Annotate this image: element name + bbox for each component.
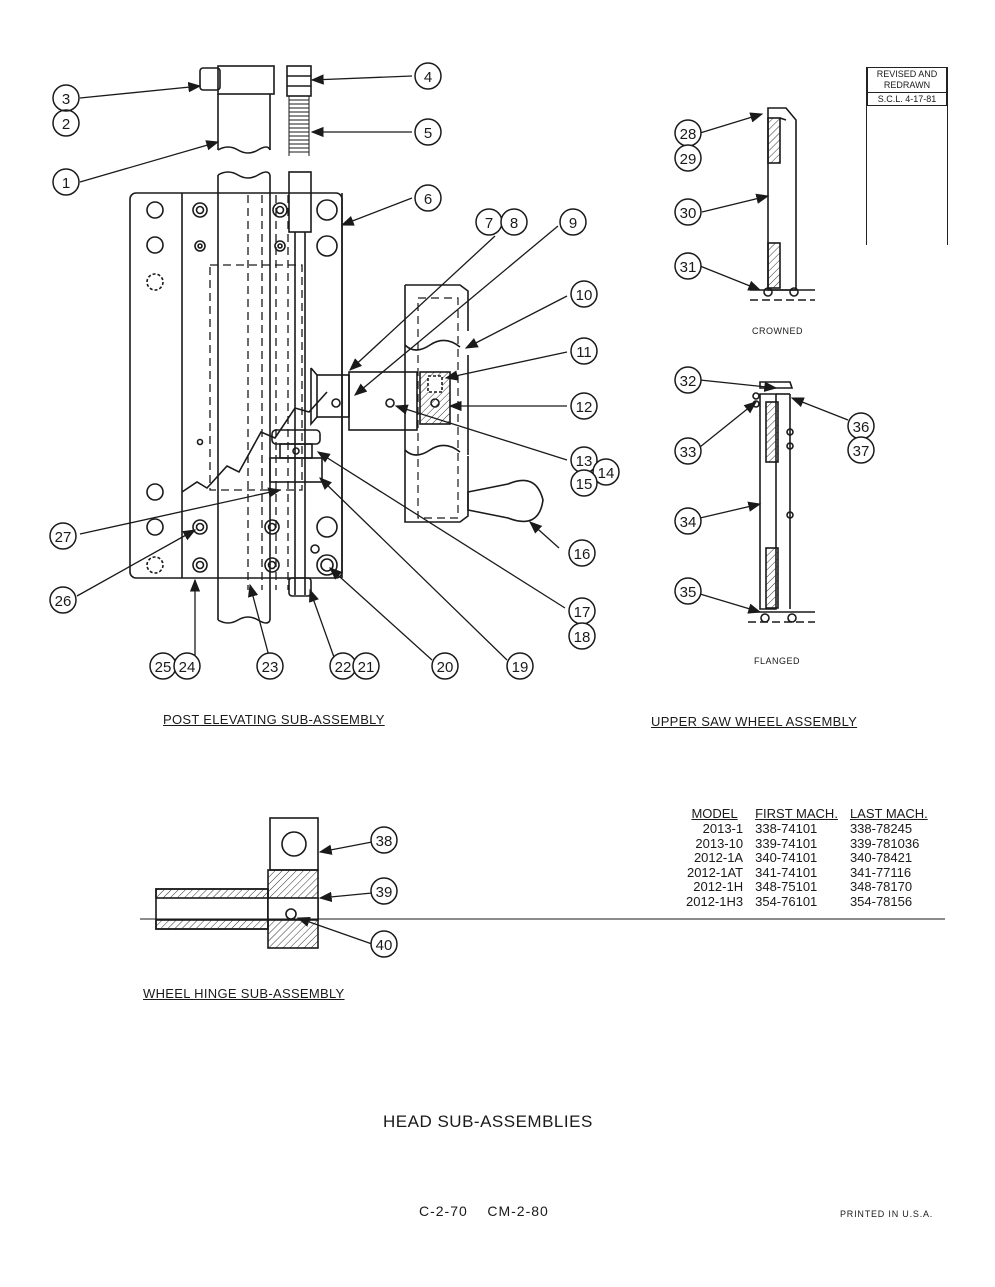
table-row: 2012-1AT 341-74101 341-77116	[680, 864, 934, 881]
callout-35: 35	[680, 584, 697, 601]
callout-16: 16	[574, 546, 591, 563]
last-mach-cell: 348-78170	[849, 879, 913, 894]
revision-header: REVISED AND REDRAWN	[867, 67, 947, 93]
callout-31: 31	[680, 259, 697, 276]
callout-10: 10	[576, 287, 593, 304]
revision-date: S.C.L. 4-17-81	[867, 93, 947, 106]
callout-39: 39	[376, 884, 393, 901]
page-title: HEAD SUB-ASSEMBLIES	[383, 1112, 593, 1131]
callout-20: 20	[437, 659, 454, 676]
callout-numbers: 3 2 1 4 5 6 7 8 9 10 11 12 13 14 15 16 1…	[55, 69, 870, 954]
label-flanged: FLANGED	[754, 656, 801, 666]
callout-32: 32	[680, 373, 697, 390]
callout-4: 4	[424, 69, 432, 86]
table-row: 2012-1H 348-75101 348-78170	[680, 879, 934, 895]
table-row: 2013-1 338-74101 338-78245	[680, 821, 934, 837]
callout-11: 11	[576, 344, 592, 361]
callout-29: 29	[680, 151, 697, 168]
label-crowned: CROWNED	[752, 326, 803, 336]
header-model: MODEL	[691, 806, 738, 821]
upper-saw-wheel-drawing	[699, 107, 849, 623]
callout-13: 13	[576, 453, 593, 470]
callout-2: 2	[62, 116, 70, 133]
callout-22: 22	[335, 659, 352, 676]
revision-box: REVISED AND REDRAWN S.C.L. 4-17-81	[866, 67, 948, 245]
wheel-hinge-drawing	[140, 817, 945, 949]
callout-group-wheel	[674, 119, 875, 605]
first-mach-cell: 341-74101	[755, 864, 818, 880]
title-wheel-hinge: WHEEL HINGE SUB-ASSEMBLY	[143, 986, 345, 1001]
last-mach-cell: 340-78421	[849, 850, 913, 865]
callout-6: 6	[424, 191, 432, 208]
callout-18: 18	[574, 629, 591, 646]
callout-24: 24	[179, 659, 196, 676]
callout-8: 8	[510, 215, 518, 232]
title-upper-saw-wheel: UPPER SAW WHEEL ASSEMBLY	[651, 714, 858, 729]
table-row: 2013-10 339-74101 339-781036	[680, 835, 934, 852]
callout-33: 33	[680, 444, 697, 461]
callout-14: 14	[598, 465, 615, 482]
first-mach-cell: 339-74101	[755, 835, 818, 851]
callout-group-post	[49, 62, 620, 680]
callout-38: 38	[376, 833, 393, 850]
model-cell: 2012-1A	[693, 850, 744, 865]
first-mach-cell: 354-76101	[755, 893, 818, 909]
table-row: 2012-1A 340-74101 340-78421	[680, 850, 934, 866]
model-cell: 2013-10	[695, 835, 744, 851]
callout-17: 17	[574, 604, 591, 621]
callout-28: 28	[680, 126, 697, 143]
model-cell: 2013-1	[702, 821, 744, 836]
callout-5: 5	[424, 125, 432, 142]
callout-1: 1	[62, 175, 70, 192]
header-first-mach: FIRST MACH.	[755, 806, 838, 821]
callout-23: 23	[262, 659, 279, 676]
post-elevating-drawing	[76, 65, 568, 661]
callout-19: 19	[512, 659, 529, 676]
last-mach-cell: 354-78156	[849, 893, 913, 909]
callout-7: 7	[485, 215, 493, 232]
callout-36: 36	[853, 419, 870, 436]
revision-line1: REVISED AND	[876, 69, 938, 79]
callout-26: 26	[55, 593, 72, 610]
callout-21: 21	[358, 659, 375, 676]
printed-in-usa: PRINTED IN U.S.A.	[840, 1209, 934, 1219]
callout-30: 30	[680, 205, 697, 222]
last-mach-cell: 341-77116	[849, 864, 912, 880]
first-mach-cell: 340-74101	[755, 850, 818, 865]
callout-3: 3	[62, 91, 70, 108]
header-last-mach: LAST MACH.	[849, 806, 928, 821]
callout-15: 15	[576, 476, 593, 493]
last-mach-cell: 339-781036	[849, 835, 920, 851]
model-cell: 2012-1AT	[686, 864, 744, 880]
revision-line2: REDRAWN	[883, 80, 931, 90]
callout-25: 25	[155, 659, 172, 676]
callout-12: 12	[576, 399, 593, 416]
callout-group-hinge	[370, 826, 398, 958]
model-table-header: MODEL FIRST MACH. LAST MACH.	[680, 806, 934, 822]
callout-27: 27	[55, 529, 72, 546]
title-post-elevating: POST ELEVATING SUB-ASSEMBLY	[163, 712, 385, 727]
callout-40: 40	[376, 937, 393, 954]
model-table: MODEL FIRST MACH. LAST MACH. 2013-1 338-…	[680, 806, 934, 909]
callout-9: 9	[569, 215, 577, 232]
model-cell: 2012-1H3	[686, 893, 744, 909]
last-mach-cell: 338-78245	[849, 821, 913, 836]
callout-34: 34	[680, 514, 697, 531]
callout-37: 37	[853, 443, 870, 460]
first-mach-cell: 338-74101	[755, 821, 818, 836]
model-cell: 2012-1H	[693, 879, 744, 894]
footer-codes: C-2-70 CM-2-80	[419, 1203, 549, 1219]
table-row: 2012-1H3 354-76101 354-78156	[680, 893, 934, 910]
first-mach-cell: 348-75101	[755, 879, 818, 894]
